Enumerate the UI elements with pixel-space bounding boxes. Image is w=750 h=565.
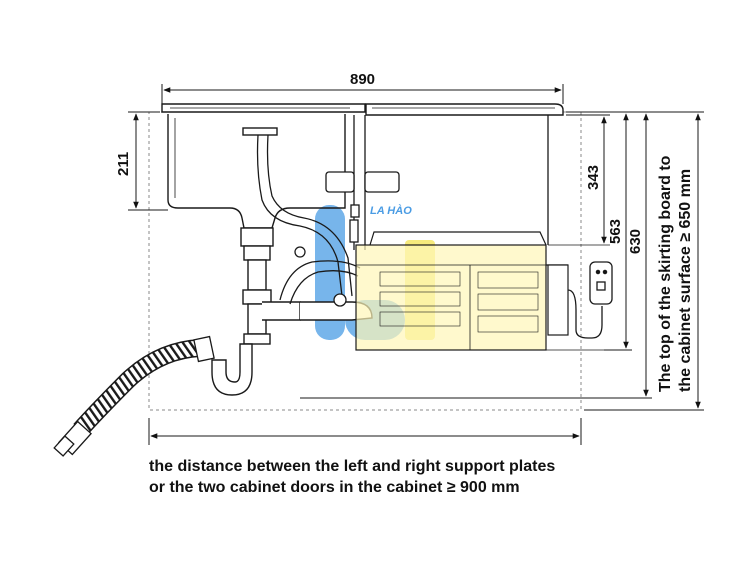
side-note-line1: The top of the skirting board to [657, 155, 674, 392]
overflow-hose [256, 134, 353, 297]
dimension-bowl-depth: 211 [115, 111, 168, 211]
appliance-lower-unit [355, 231, 569, 351]
countertop [161, 103, 564, 116]
dimension-cabinet-full: 630 [572, 111, 652, 399]
corrugated-hose [53, 335, 215, 457]
drain-trap [211, 227, 373, 396]
caption-line1: the distance between the left and right … [149, 458, 556, 475]
side-note-line2: the cabinet surface ≥ 650 mm [677, 169, 694, 392]
dim-563-label: 563 [607, 219, 624, 244]
floor-line [300, 349, 620, 399]
support-distance-caption: the distance between the left and right … [149, 456, 669, 498]
caption-line2: or the two cabinet doors in the cabinet … [149, 479, 520, 496]
appliance-body [325, 115, 549, 250]
power-plug-icon [567, 261, 613, 339]
dimension-skirting: The top of the skirting board to the cab… [584, 111, 704, 411]
watermark-text: LA HÀO [370, 204, 412, 217]
dim-343-label: 343 [585, 165, 602, 190]
appliance-drain-hoses [279, 246, 361, 307]
dim-630-label: 630 [627, 229, 644, 254]
dim-211-label: 211 [115, 152, 132, 176]
dim-890-label: 890 [350, 71, 375, 88]
dimension-support-distance [148, 418, 582, 445]
dimension-width: 890 [161, 71, 564, 104]
dimension-appliance-height: 343 [548, 114, 610, 246]
